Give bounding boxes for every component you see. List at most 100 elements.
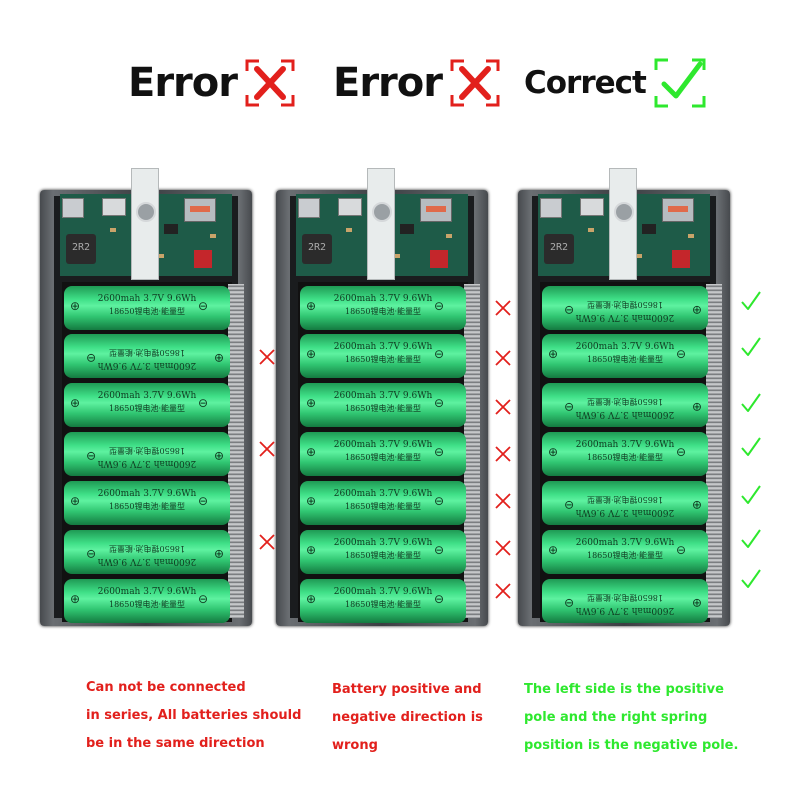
caption-line: pole and the right spring	[524, 710, 708, 725]
inductor: 2R2	[66, 234, 96, 264]
cell-label-rating: 2600mah 3.7V 9.6Wh	[97, 587, 197, 597]
check-box-icon	[654, 58, 706, 108]
plus-icon: ⊕	[306, 543, 317, 557]
minus-icon: ⊖	[197, 494, 208, 508]
cell-label-type: 18650锂电池·能量型	[345, 355, 421, 364]
caption-panel-1: Can not be connected in series, All batt…	[86, 674, 306, 758]
caption-line: Can not be connected	[86, 680, 246, 695]
cell-label-rating: 2600mah 3.7V 9.6Wh	[575, 342, 675, 352]
plus-icon: ⊕	[548, 543, 559, 557]
plus-icon: ⊕	[70, 396, 81, 410]
minus-icon: ⊖	[86, 547, 97, 561]
micro-usb-port	[338, 198, 362, 216]
check-icon	[740, 568, 762, 594]
heading-error-1: Error	[128, 58, 295, 108]
check-icon	[740, 484, 762, 510]
plus-icon: ⊕	[306, 445, 317, 459]
cross-icon	[494, 539, 512, 561]
minus-icon: ⊖	[564, 303, 575, 317]
check-icon	[740, 336, 762, 362]
minus-icon: ⊖	[564, 498, 575, 512]
plus-icon: ⊕	[548, 347, 559, 361]
plus-icon: ⊕	[70, 299, 81, 313]
capacitor	[688, 234, 694, 238]
x-box-icon	[245, 59, 295, 107]
strap-rivet	[614, 202, 634, 222]
pull-strap[interactable]	[131, 168, 159, 280]
minus-icon: ⊖	[433, 592, 444, 606]
caption-line: position is the negative pole.	[524, 738, 739, 753]
cell-label-rating: 2600mah 3.7V 9.6Wh	[333, 342, 433, 352]
capacitor	[636, 254, 642, 258]
cell-label-type: 18650锂电池·能量型	[587, 453, 663, 462]
capacitor	[346, 228, 352, 232]
cross-icon	[258, 440, 276, 462]
caption-line: Battery positive and	[332, 682, 482, 697]
cross-icon	[258, 533, 276, 555]
cell-label-rating: 2600mah 3.7V 9.6Wh	[333, 440, 433, 450]
cell-label-rating: 2600mah 3.7V 9.6Wh	[333, 391, 433, 401]
caption-line: The left side is the positive	[524, 682, 724, 697]
capacitor	[210, 234, 216, 238]
minus-icon: ⊖	[433, 494, 444, 508]
usb-c-port	[298, 198, 320, 218]
cell-label-type: 18650锂电池·能量型	[345, 404, 421, 413]
minus-icon: ⊖	[86, 449, 97, 463]
cross-icon	[494, 299, 512, 321]
minus-icon: ⊖	[197, 299, 208, 313]
caption-line: be in the same direction	[86, 736, 265, 751]
minus-icon: ⊖	[675, 445, 686, 459]
minus-icon: ⊖	[675, 543, 686, 557]
heading-error-2: Error	[333, 58, 500, 108]
cell-label-type: 18650锂电池·能量型	[109, 404, 185, 413]
plus-icon: ⊕	[70, 592, 81, 606]
battery-box-panel-1: 2R2 ⊕ 2600mah 3.7V 9.6Wh 18650锂电池·能量型 ⊖ ⊕ 2600…	[40, 168, 252, 626]
pcb-label: 2R2	[71, 242, 91, 253]
pull-strap[interactable]	[609, 168, 637, 280]
micro-usb-port	[580, 198, 604, 216]
minus-icon: ⊖	[675, 347, 686, 361]
caption-panel-2: Battery positive and negative direction …	[332, 676, 502, 760]
inductor: 2R2	[302, 234, 332, 264]
spring-contacts	[464, 284, 480, 618]
plus-icon: ⊕	[306, 299, 317, 313]
led-indicator	[672, 250, 690, 268]
spring-contacts	[228, 284, 244, 618]
plus-icon: ⊕	[70, 494, 81, 508]
minus-icon: ⊖	[433, 347, 444, 361]
usb-c-port	[62, 198, 84, 218]
capacitor	[446, 234, 452, 238]
chip	[164, 224, 178, 234]
check-icon	[740, 290, 762, 316]
check-icon	[740, 528, 762, 554]
chip	[642, 224, 656, 234]
pull-strap[interactable]	[367, 168, 395, 280]
minus-icon: ⊖	[433, 299, 444, 313]
battery-cell: ⊕ 2600mah 3.7V 9.6Wh 18650锂电池·能量型 ⊖	[64, 579, 230, 623]
heading-label: Error	[128, 60, 238, 106]
led-indicator	[194, 250, 212, 268]
usb-a-port	[184, 198, 216, 222]
cross-icon	[494, 398, 512, 420]
minus-icon: ⊖	[197, 592, 208, 606]
cross-icon	[494, 445, 512, 467]
check-icon	[740, 436, 762, 462]
cell-label-type: 18650锂电池·能量型	[109, 502, 185, 511]
cross-icon	[494, 492, 512, 514]
cell-label-type: 18650锂电池·能量型	[109, 600, 185, 609]
usb-a-port	[662, 198, 694, 222]
cell-label-rating: 2600mah 3.7V 9.6Wh	[97, 294, 197, 304]
micro-usb-port	[102, 198, 126, 216]
